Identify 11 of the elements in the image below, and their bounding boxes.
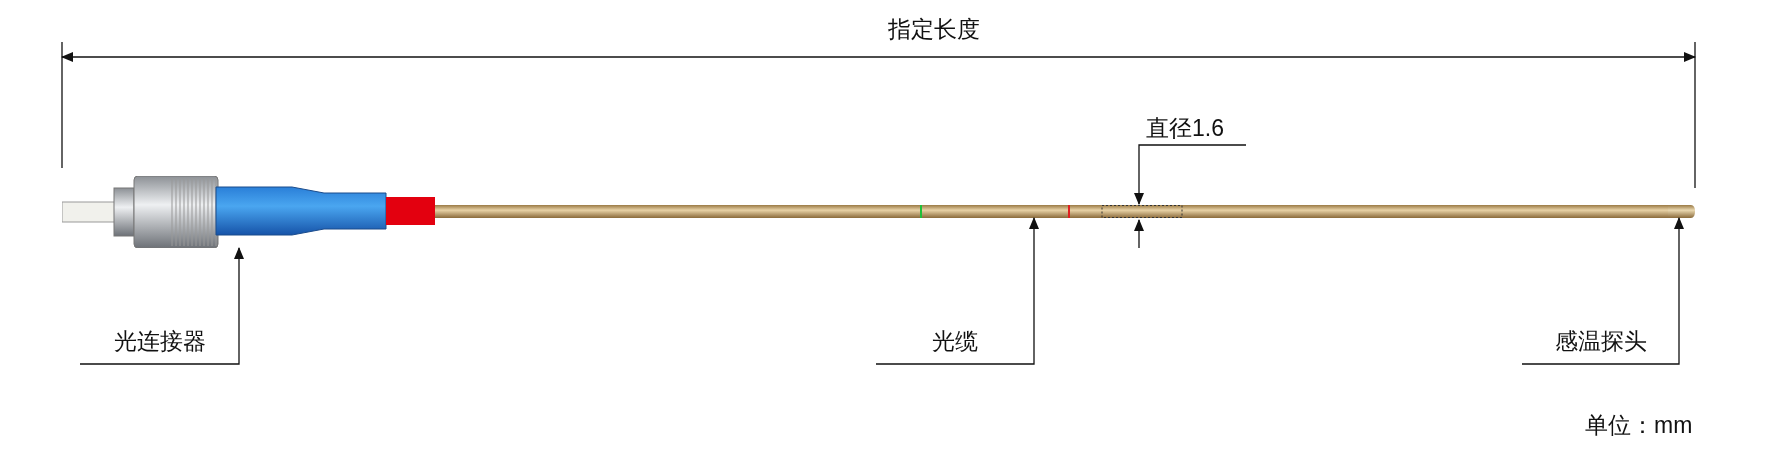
probe-tip — [1668, 205, 1695, 218]
dimension-label: 指定长度 — [888, 15, 980, 44]
part-label: 感温探头 — [1522, 326, 1679, 362]
optical-connector-drawing — [62, 176, 435, 248]
leader-line — [79, 247, 244, 365]
part-label: 光连接器 — [80, 326, 239, 362]
leader-line — [875, 217, 1039, 365]
dimension-label: 直径1.6 — [1146, 114, 1224, 143]
leader-line — [1521, 217, 1684, 365]
unit-note: 单位：mm — [1585, 411, 1693, 440]
part-label: 光缆 — [876, 326, 1034, 362]
